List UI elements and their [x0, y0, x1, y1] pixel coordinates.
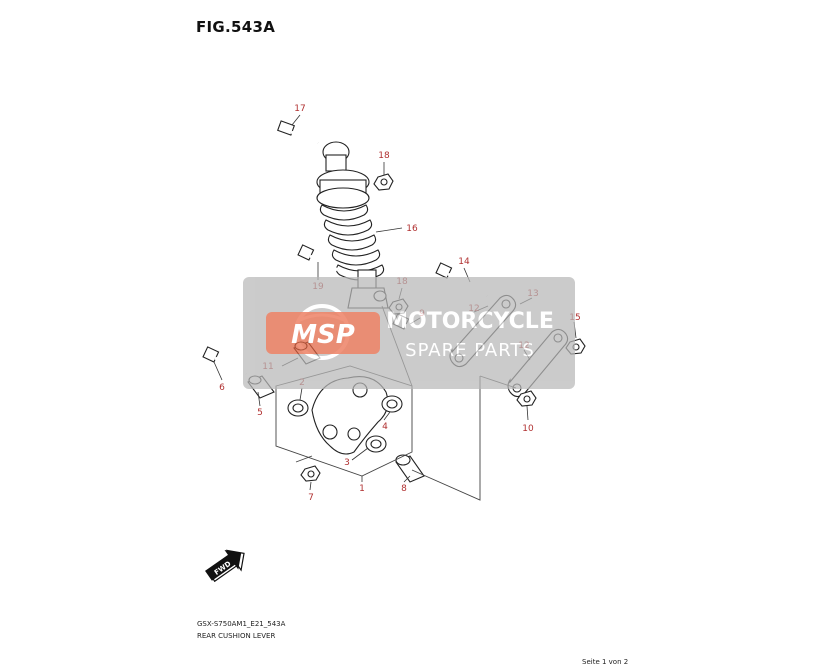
nut-7[interactable]	[300, 465, 321, 482]
label-10: 10	[522, 424, 534, 434]
label-4: 4	[382, 422, 388, 432]
nut-18-top[interactable]	[373, 173, 394, 191]
label-5: 5	[257, 408, 263, 418]
figure-caption: REAR CUSHION LEVER	[197, 632, 276, 640]
watermark-logo: MSP	[291, 320, 355, 350]
bolt-6[interactable]	[202, 346, 247, 376]
bolt-17[interactable]	[277, 120, 319, 145]
page-info: Seite 1 von 2	[582, 658, 629, 666]
watermark: MSP MOTORCYCLE SPARE PARTS	[243, 277, 575, 389]
label-14: 14	[458, 257, 470, 267]
figure-code: GSX-S750AM1_E21_543A	[197, 620, 286, 628]
nut-10[interactable]	[516, 390, 537, 407]
cushion-lever[interactable]	[311, 376, 389, 455]
figure-title: FIG.543A	[196, 18, 276, 36]
bolt-19[interactable]	[297, 244, 339, 272]
collar-8[interactable]	[395, 454, 425, 483]
watermark-line1: MOTORCYCLE	[386, 309, 554, 334]
label-16: 16	[406, 224, 418, 234]
label-6: 6	[219, 383, 225, 393]
bearing-4[interactable]	[381, 395, 403, 413]
watermark-line2: SPARE PARTS	[405, 340, 535, 361]
label-7: 7	[308, 493, 314, 503]
label-8: 8	[401, 484, 407, 494]
label-18-top: 18	[378, 151, 390, 161]
label-3: 3	[344, 458, 350, 468]
label-17: 17	[294, 104, 305, 114]
label-1: 1	[359, 484, 365, 494]
bearing-3[interactable]	[365, 435, 387, 453]
bearing-2[interactable]	[287, 399, 309, 417]
fwd-arrow-icon: FWD	[205, 549, 245, 583]
